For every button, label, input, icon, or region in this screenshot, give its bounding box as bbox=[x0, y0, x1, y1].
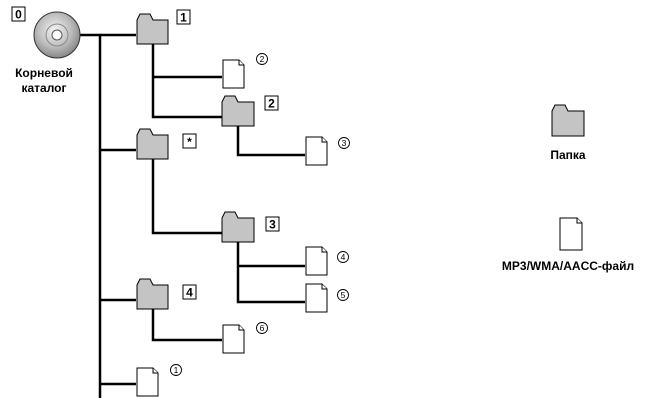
svg-text:5: 5 bbox=[341, 290, 346, 300]
folder-badge: 4 bbox=[182, 284, 197, 300]
root-label-line1: Корневой bbox=[15, 66, 73, 80]
svg-text:0: 0 bbox=[15, 8, 22, 22]
file-icon bbox=[305, 136, 328, 166]
folder-icon bbox=[221, 95, 255, 127]
legend-file-icon bbox=[559, 217, 583, 251]
folder-badge: * bbox=[182, 133, 197, 149]
root-cd-icon bbox=[33, 11, 81, 59]
folder-badge: 1 bbox=[176, 9, 191, 25]
svg-text:1: 1 bbox=[174, 365, 179, 375]
file-number: 3 bbox=[338, 137, 350, 149]
legend: Папка MP3/WMA/AACC-файл bbox=[502, 104, 634, 273]
svg-text:1: 1 bbox=[180, 11, 187, 25]
svg-text:2: 2 bbox=[268, 97, 275, 111]
file-number: 4 bbox=[337, 251, 349, 263]
file-number: 1 bbox=[170, 364, 182, 376]
root-label-line2: каталог bbox=[21, 81, 66, 95]
svg-text:6: 6 bbox=[260, 323, 265, 333]
folder-badge: 3 bbox=[265, 216, 280, 232]
file-icon bbox=[222, 59, 245, 89]
svg-text:2: 2 bbox=[260, 54, 265, 64]
svg-text:4: 4 bbox=[341, 252, 346, 262]
legend-file-label: MP3/WMA/AACC-файл bbox=[502, 259, 634, 273]
tree-connectors bbox=[80, 33, 305, 398]
folder-icon bbox=[136, 13, 169, 45]
svg-text:3: 3 bbox=[342, 138, 347, 148]
file-icon bbox=[305, 246, 328, 276]
folder-icon bbox=[136, 128, 169, 160]
folder-badge: 2 bbox=[264, 95, 279, 111]
file-number: 6 bbox=[256, 322, 268, 334]
legend-folder-label: Папка bbox=[550, 148, 586, 162]
file-icon bbox=[136, 367, 159, 397]
folder-icon bbox=[136, 278, 169, 310]
root-badge: 0 bbox=[11, 6, 26, 22]
file-icon bbox=[305, 283, 328, 313]
legend-folder-icon bbox=[551, 104, 585, 137]
folder-icon bbox=[221, 211, 255, 243]
svg-text:4: 4 bbox=[186, 286, 193, 300]
svg-text:*: * bbox=[187, 135, 192, 149]
file-icon bbox=[222, 324, 245, 354]
file-number: 5 bbox=[337, 289, 349, 301]
svg-text:3: 3 bbox=[269, 218, 276, 232]
file-number: 2 bbox=[256, 53, 268, 65]
